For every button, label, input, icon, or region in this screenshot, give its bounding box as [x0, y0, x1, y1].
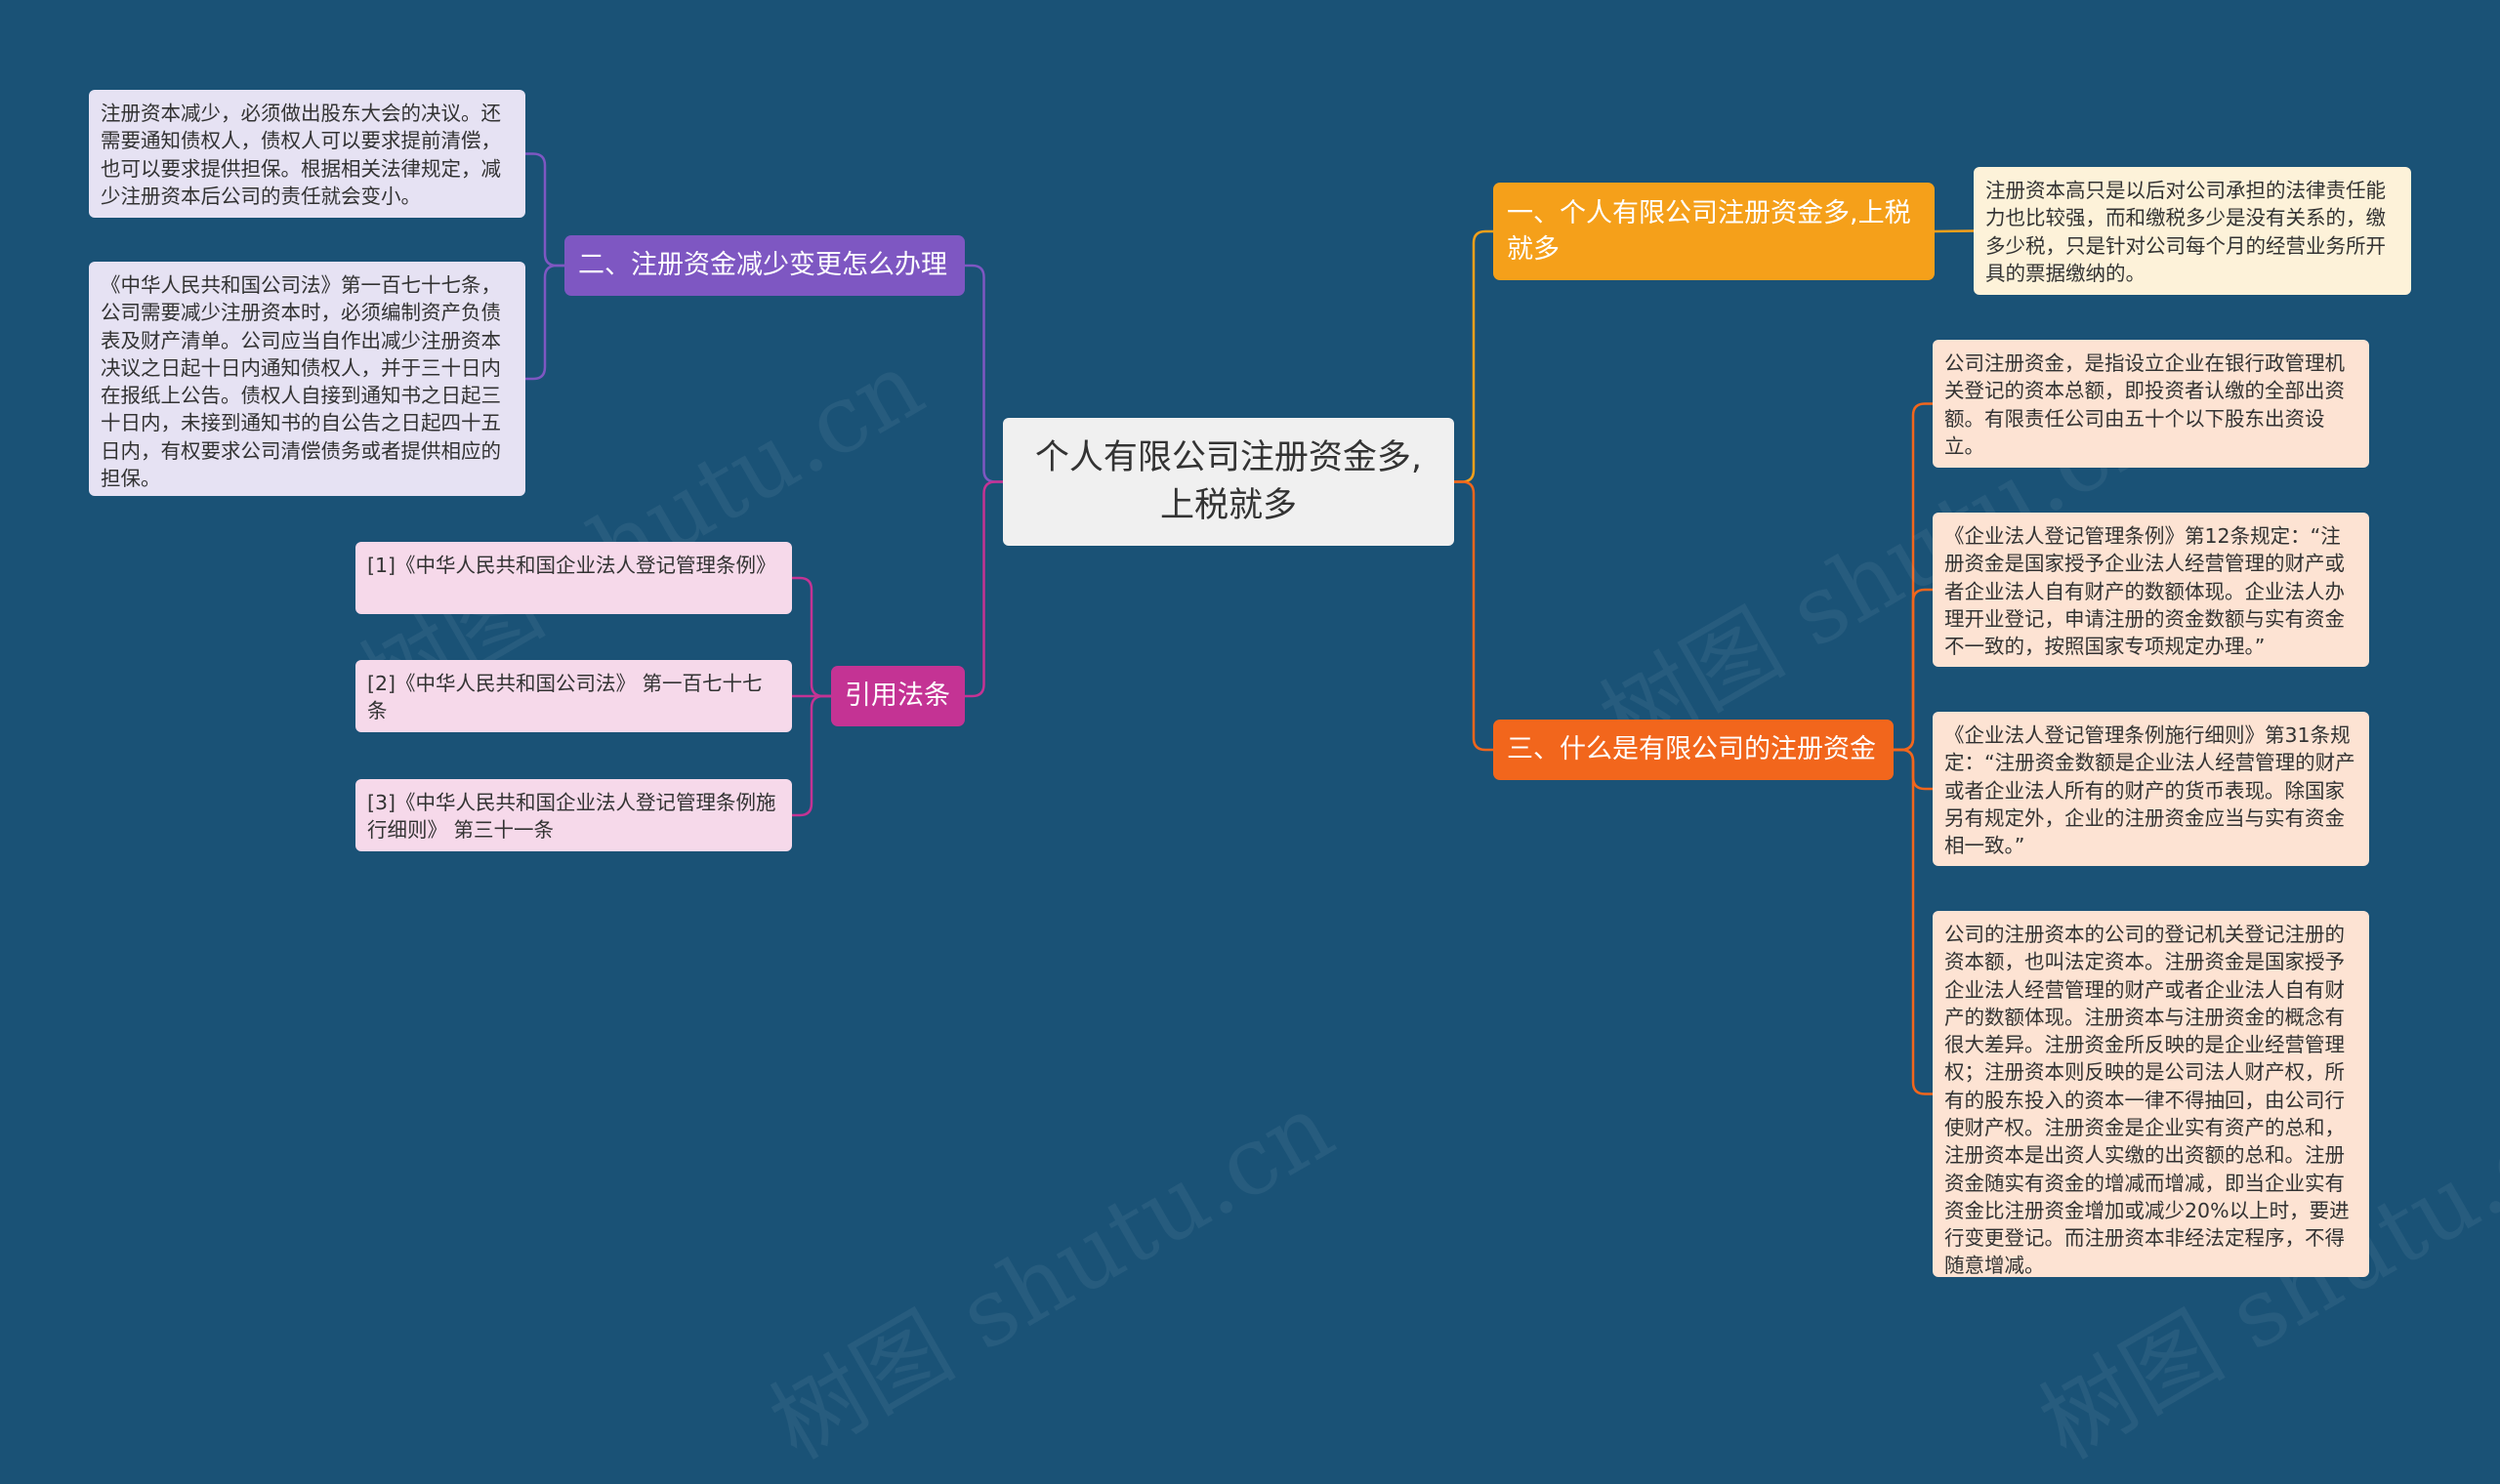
branch-4-leaf[interactable]: [2]《中华人民共和国公司法》 第一百七十七条 [355, 660, 792, 732]
branch-4-leaf[interactable]: [3]《中华人民共和国企业法人登记管理条例施行细则》 第三十一条 [355, 779, 792, 851]
connector-line [525, 264, 564, 381]
branch-3-leaf[interactable]: 公司注册资金，是指设立企业在银行政管理机关登记的资本总额，即投资者认缴的全部出资… [1933, 340, 2369, 468]
branch-2-leaf[interactable]: 注册资本减少，必须做出股东大会的决议。还需要通知债权人，债权人可以要求提前清偿，… [89, 90, 525, 218]
branch-2-leaf[interactable]: 《中华人民共和国公司法》第一百七十七条，公司需要减少注册资本时，必须编制资产负债… [89, 262, 525, 496]
connector-line [965, 264, 1003, 483]
connector-line [525, 152, 564, 268]
branch-3-leaf[interactable]: 《企业法人登记管理条例施行细则》第31条规定：“注册资金数额是企业法人经营管理的… [1933, 712, 2369, 866]
branch-3-leaf[interactable]: 《企业法人登记管理条例》第12条规定：“注册资金是国家授予企业法人经营管理的财产… [1933, 513, 2369, 667]
branch-4-topic[interactable]: 引用法条 [831, 666, 965, 726]
connector-line [1454, 480, 1493, 752]
connector-line [1894, 748, 1933, 1095]
branch-4-leaf[interactable]: [1]《中华人民共和国企业法人登记管理条例》 [355, 542, 792, 614]
branch-2-topic[interactable]: 二、注册资金减少变更怎么办理 [564, 235, 965, 296]
root-topic[interactable]: 个人有限公司注册资金多,上税就多 [1003, 418, 1454, 546]
branch-3-topic[interactable]: 三、什么是有限公司的注册资金 [1493, 720, 1894, 780]
connector-line [965, 480, 1003, 698]
branch-1-topic[interactable]: 一、个人有限公司注册资金多,上税就多 [1493, 183, 1935, 280]
connector-line [792, 576, 831, 698]
mind-map-canvas: 树图 shutu.cn 树图 shutu.cn 树图 shutu.cn 树图 s… [89, 90, 2500, 1480]
connector-line [792, 694, 831, 817]
connector-line [1894, 588, 1933, 752]
connector-lines [525, 152, 1975, 1095]
connector-line [1454, 229, 1493, 483]
connector-line [1934, 229, 1975, 233]
branch-3-leaf[interactable]: 公司的注册资本的公司的登记机关登记注册的资本额，也叫法定资本。注册资金是国家授予… [1933, 911, 2369, 1277]
branch-1-leaf[interactable]: 注册资本高只是以后对公司承担的法律责任能力也比较强，而和缴税多少是没有关系的，缴… [1974, 167, 2411, 295]
